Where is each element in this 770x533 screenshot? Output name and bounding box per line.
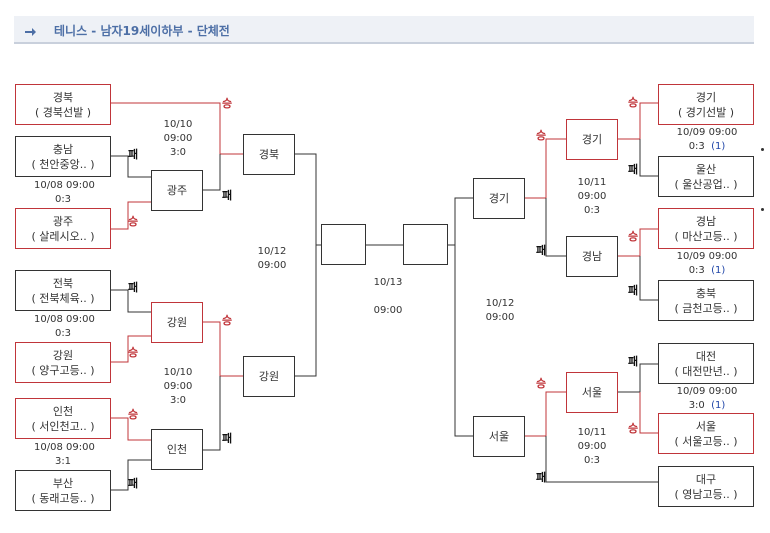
arrow-right-icon — [24, 23, 38, 36]
team-box: 울산 ( 울산공업.. ) — [658, 156, 754, 197]
page-header: 테니스 - 남자19세이하부 - 단체전 — [14, 16, 754, 44]
team-box: 강원 ( 양구고등.. ) — [15, 342, 111, 383]
loss-mark: 패 — [628, 355, 639, 368]
match-info: 10/10 09:00 3:0 — [163, 367, 193, 406]
match-info: 10/09 09:00 0:3 (1) — [676, 127, 738, 152]
loss-mark: 패 — [128, 281, 139, 294]
bullet-dot — [761, 148, 764, 151]
loss-mark: 패 — [222, 432, 233, 445]
loss-mark: 패 — [128, 477, 139, 490]
final-box — [403, 224, 448, 265]
win-mark: 승 — [628, 96, 639, 109]
win-mark: 승 — [628, 230, 639, 243]
round-box: 서울 — [473, 416, 525, 457]
page-title: 테니스 - 남자19세이하부 - 단체전 — [54, 24, 230, 38]
match-info: 10/10 09:00 3:0 — [163, 119, 193, 158]
loss-mark: 패 — [628, 284, 639, 297]
round-box: 경기 — [566, 119, 618, 160]
match-info: 10/08 09:00 3:1 — [34, 442, 95, 467]
bullet-dot — [761, 208, 764, 211]
team-box: 경남 ( 마산고등.. ) — [658, 208, 754, 249]
win-mark: 승 — [536, 129, 547, 142]
loss-mark: 패 — [222, 189, 233, 202]
match-info: 10/08 09:00 0:3 — [34, 180, 95, 205]
team-box: 경북 ( 경북선발 ) — [15, 84, 111, 125]
loss-mark: 패 — [128, 148, 139, 161]
semifinal-box — [321, 224, 366, 265]
team-box: 충남 ( 천안중앙.. ) — [15, 136, 111, 177]
round-box: 강원 — [243, 356, 295, 397]
match-info: 10/12 09:00 — [257, 246, 287, 271]
round-box: 경기 — [473, 178, 525, 219]
loss-mark: 패 — [628, 163, 639, 176]
team-box: 광주 ( 살레시오.. ) — [15, 208, 111, 249]
round-box: 경남 — [566, 236, 618, 277]
team-box: 경기 ( 경기선발 ) — [658, 84, 754, 125]
team-box: 대전 ( 대전만년.. ) — [658, 343, 754, 384]
match-info: 10/11 09:00 0:3 — [577, 177, 607, 216]
match-info: 10/09 09:00 3:0 (1) — [676, 386, 738, 411]
team-box: 서울 ( 서울고등.. ) — [658, 413, 754, 454]
loss-mark: 패 — [536, 244, 547, 257]
win-mark: 승 — [222, 314, 233, 327]
team-box: 대구 ( 영남고등.. ) — [658, 466, 754, 507]
round-box: 강원 — [151, 302, 203, 343]
win-mark: 승 — [222, 97, 233, 110]
round-box: 경북 — [243, 134, 295, 175]
team-box: 충북 ( 금천고등.. ) — [658, 280, 754, 321]
match-info: 10/12 09:00 — [485, 298, 515, 323]
win-mark: 승 — [128, 215, 139, 228]
round-box: 인천 — [151, 429, 203, 470]
match-info: 10/08 09:00 0:3 — [34, 314, 95, 339]
team-box: 인천 ( 서인천고.. ) — [15, 398, 111, 439]
win-mark: 승 — [128, 346, 139, 359]
round-box: 서울 — [566, 372, 618, 413]
match-info: 10/11 09:00 0:3 — [577, 427, 607, 466]
team-box: 전북 ( 전북체육.. ) — [15, 270, 111, 311]
round-box: 광주 — [151, 170, 203, 211]
match-info: 10/13 09:00 — [373, 277, 403, 316]
team-box: 부산 ( 동래고등.. ) — [15, 470, 111, 511]
win-mark: 승 — [128, 408, 139, 421]
win-mark: 승 — [536, 377, 547, 390]
win-mark: 승 — [628, 422, 639, 435]
match-info: 10/09 09:00 0:3 (1) — [676, 251, 738, 276]
loss-mark: 패 — [536, 471, 547, 484]
